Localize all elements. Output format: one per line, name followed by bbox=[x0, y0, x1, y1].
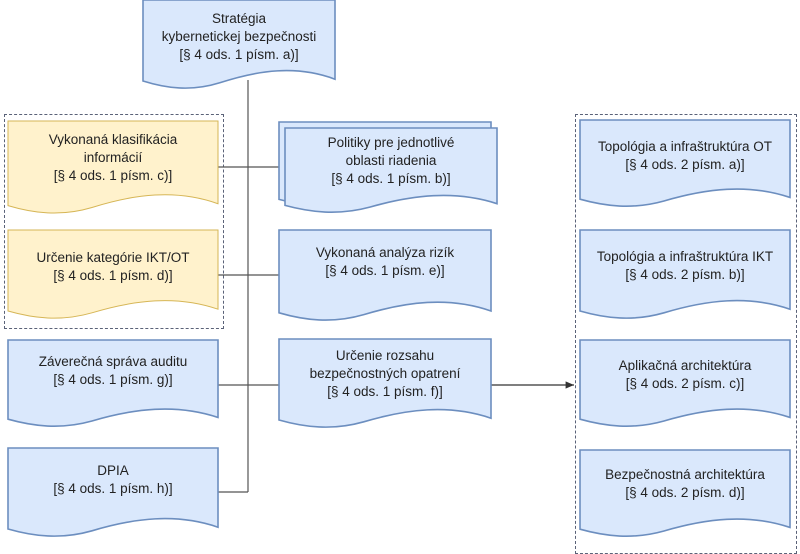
node-text: Bezpečnostná architektúra bbox=[605, 467, 765, 482]
node-text: [§ 4 ods. 2 písm. c)] bbox=[625, 376, 745, 391]
node-text: Topológia a infraštruktúra IKT bbox=[596, 249, 774, 264]
left-group-container bbox=[4, 114, 224, 329]
node-text: Vykonaná klasifikácia bbox=[48, 132, 178, 147]
node-text: [§ 4 ods. 1 písm. h)] bbox=[53, 481, 173, 496]
node-text: kybernetickej bezpečnosti bbox=[161, 29, 317, 44]
node-text: [§ 4 ods. 1 písm. b)] bbox=[331, 171, 451, 186]
node-text: Topológia a infraštruktúra OT bbox=[597, 139, 773, 154]
node-topology-ikt: Topológia a infraštruktúra IKT [§ 4 ods. … bbox=[580, 230, 790, 320]
node-audit: Záverečná správa auditu [§ 4 ods. 1 písm.… bbox=[8, 340, 218, 428]
document-shape bbox=[285, 128, 497, 214]
document-shape bbox=[8, 230, 218, 320]
document-shape bbox=[580, 340, 790, 428]
node-text: DPIA bbox=[97, 463, 129, 478]
node-classification: Vykonaná klasifikácia informácií [§ 4 ods.… bbox=[8, 121, 218, 215]
document-shape bbox=[580, 230, 790, 320]
node-text: [§ 4 ods. 1 písm. a)] bbox=[179, 47, 299, 62]
node-dpia: DPIA [§ 4 ods. 1 písm. h)] bbox=[8, 448, 218, 538]
node-text: Určenie rozsahu bbox=[335, 348, 435, 363]
document-shape bbox=[279, 230, 491, 322]
document-shape bbox=[8, 340, 218, 428]
node-text: [§ 4 ods. 1 písm. c)] bbox=[53, 168, 173, 183]
node-text: [§ 4 ods. 2 písm. a)] bbox=[625, 157, 745, 172]
node-strategy: Stratégia kybernetickej bezpečnosti [§ 4 o… bbox=[143, 0, 335, 90]
node-text: Záverečná správa auditu bbox=[38, 354, 188, 369]
node-text: [§ 4 ods. 1 písm. f)] bbox=[327, 384, 443, 399]
node-text: bezpečnostných opatrení bbox=[309, 366, 461, 381]
document-shape bbox=[8, 121, 218, 215]
node-category: Určenie kategórie IKT/OT [§ 4 ods. 1 písm… bbox=[8, 230, 218, 320]
node-text: informácií bbox=[83, 150, 143, 165]
node-text: Vykonaná analýza rizík bbox=[315, 245, 455, 260]
node-policies: Politiky pre jednotlivé oblasti riadenia [… bbox=[285, 128, 497, 214]
document-shape bbox=[279, 339, 491, 429]
node-text: oblasti riadenia bbox=[345, 153, 437, 168]
node-text: Určenie kategórie IKT/OT bbox=[36, 250, 190, 265]
document-shape bbox=[580, 450, 790, 538]
node-text: [§ 4 ods. 1 písm. d)] bbox=[53, 268, 173, 283]
node-text: [§ 4 ods. 2 písm. b)] bbox=[625, 267, 745, 282]
node-app-architecture: Aplikačná architektúra [§ 4 ods. 2 písm. … bbox=[580, 340, 790, 428]
node-text: Stratégia bbox=[211, 11, 267, 26]
node-text: [§ 4 ods. 1 písm. g)] bbox=[53, 372, 173, 387]
node-topology-ot: Topológia a infraštruktúra OT [§ 4 ods. 2… bbox=[580, 120, 790, 208]
node-sec-architecture: Bezpečnostná architektúra [§ 4 ods. 2 pís… bbox=[580, 450, 790, 538]
document-shape bbox=[8, 448, 218, 538]
node-risk: Vykonaná analýza rizík [§ 4 ods. 1 písm. … bbox=[279, 230, 491, 322]
node-text: Politiky pre jednotlivé bbox=[327, 135, 455, 150]
document-shape bbox=[143, 0, 335, 90]
node-text: [§ 4 ods. 1 písm. e)] bbox=[325, 263, 445, 278]
node-text: Aplikačná architektúra bbox=[618, 358, 752, 373]
node-text: [§ 4 ods. 2 písm. d)] bbox=[625, 485, 745, 500]
document-shape bbox=[580, 120, 790, 208]
node-measures: Určenie rozsahu bezpečnostných opatrení [§… bbox=[279, 339, 491, 429]
